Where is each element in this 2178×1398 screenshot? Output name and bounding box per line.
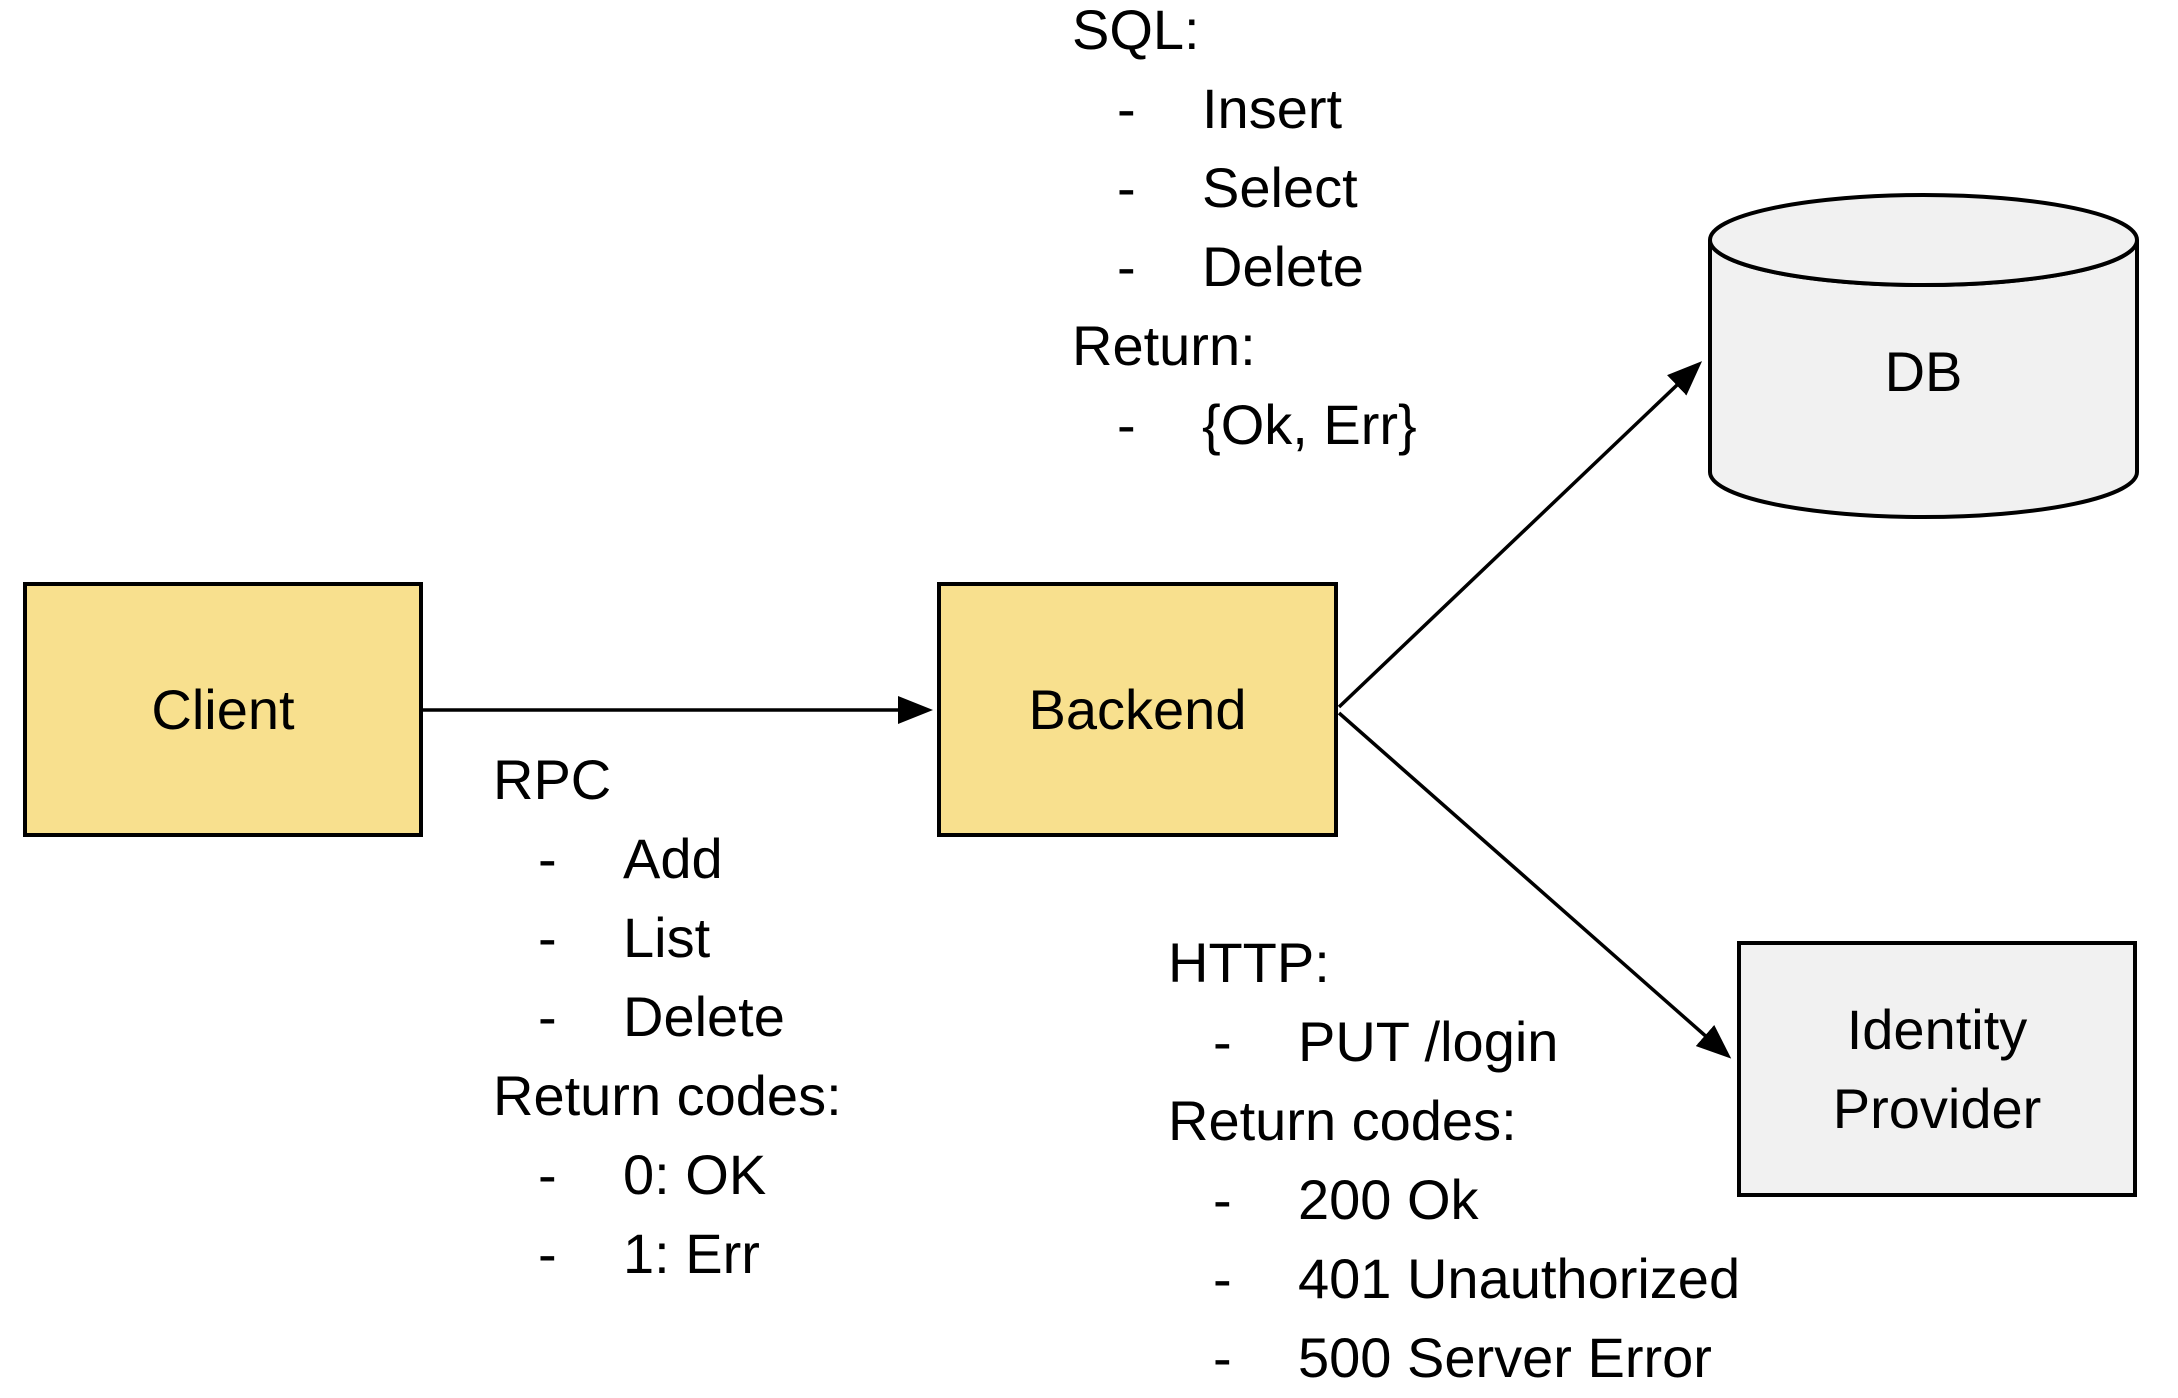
list-item: - Add bbox=[493, 819, 842, 898]
db-cylinder bbox=[1708, 193, 2139, 519]
bullet-dash: - bbox=[538, 1143, 557, 1206]
bullet-dash: - bbox=[538, 827, 557, 890]
client-node: Client bbox=[23, 582, 423, 837]
sql-annotation-title: SQL: bbox=[1072, 0, 1200, 61]
list-item-text: Select bbox=[1202, 156, 1358, 219]
list-item: - 0: OK bbox=[493, 1135, 842, 1214]
list-item-text: List bbox=[623, 906, 711, 969]
list-item-text: Add bbox=[623, 827, 723, 890]
identity-provider-node: Identity Provider bbox=[1737, 941, 2137, 1197]
rpc-annotation: RPC - Add - List - Delete Return codes: … bbox=[493, 740, 842, 1293]
bullet-dash: - bbox=[538, 906, 557, 969]
list-item-text: 1: Err bbox=[623, 1222, 760, 1285]
identity-provider-node-label: Identity Provider bbox=[1833, 990, 2042, 1148]
bullet-dash: - bbox=[1213, 1247, 1232, 1310]
list-item-text: {Ok, Err} bbox=[1202, 393, 1417, 456]
arrow-backend-to-identity-provider bbox=[1337, 711, 1732, 1059]
bullet-dash: - bbox=[1117, 156, 1136, 219]
sql-annotation: SQL: - Insert - Select - Delete Return: … bbox=[1072, 0, 1417, 464]
bullet-dash: - bbox=[1117, 77, 1136, 140]
list-item-text: Delete bbox=[623, 985, 785, 1048]
list-item-text: Delete bbox=[1202, 235, 1364, 298]
sql-annotation-subtitle: Return: bbox=[1072, 314, 1256, 377]
list-item: - {Ok, Err} bbox=[1072, 385, 1417, 464]
list-item-text: PUT /login bbox=[1298, 1010, 1559, 1073]
list-item: - Delete bbox=[493, 977, 842, 1056]
list-item: - 401 Unauthorized bbox=[1168, 1239, 1740, 1318]
bullet-dash: - bbox=[1213, 1010, 1232, 1073]
list-item: - Delete bbox=[1072, 227, 1417, 306]
bullet-dash: - bbox=[1213, 1326, 1232, 1389]
bullet-dash: - bbox=[1117, 393, 1136, 456]
identity-provider-label-line2: Provider bbox=[1832, 1077, 2042, 1140]
identity-provider-label-line1: Identity bbox=[1846, 998, 2028, 1061]
list-item: - PUT /login bbox=[1168, 1002, 1740, 1081]
list-item: - 200 Ok bbox=[1168, 1160, 1740, 1239]
rpc-annotation-title: RPC bbox=[493, 748, 612, 811]
list-item-text: 0: OK bbox=[623, 1143, 767, 1206]
bullet-dash: - bbox=[538, 985, 557, 1048]
list-item: - 1: Err bbox=[493, 1214, 842, 1293]
db-node-label: DB bbox=[1884, 340, 1963, 403]
http-annotation: HTTP: - PUT /login Return codes: - 200 O… bbox=[1168, 923, 1740, 1397]
rpc-annotation-subtitle: Return codes: bbox=[493, 1064, 842, 1127]
bullet-dash: - bbox=[538, 1222, 557, 1285]
bullet-dash: - bbox=[1117, 235, 1136, 298]
bullet-dash: - bbox=[1213, 1168, 1232, 1231]
http-annotation-title: HTTP: bbox=[1168, 931, 1330, 994]
list-item: - Select bbox=[1072, 148, 1417, 227]
arrow-backend-to-db bbox=[1337, 361, 1703, 709]
list-item: - 500 Server Error bbox=[1168, 1318, 1740, 1397]
list-item: - List bbox=[493, 898, 842, 977]
http-annotation-subtitle: Return codes: bbox=[1168, 1089, 1517, 1152]
list-item-text: 401 Unauthorized bbox=[1298, 1247, 1741, 1310]
client-node-label: Client bbox=[151, 678, 295, 741]
backend-node-label: Backend bbox=[1028, 678, 1247, 741]
list-item-text: Insert bbox=[1202, 77, 1343, 140]
list-item: - Insert bbox=[1072, 69, 1417, 148]
list-item-text: 200 Ok bbox=[1298, 1168, 1479, 1231]
list-item-text: 500 Server Error bbox=[1298, 1326, 1712, 1389]
backend-node: Backend bbox=[937, 582, 1338, 837]
